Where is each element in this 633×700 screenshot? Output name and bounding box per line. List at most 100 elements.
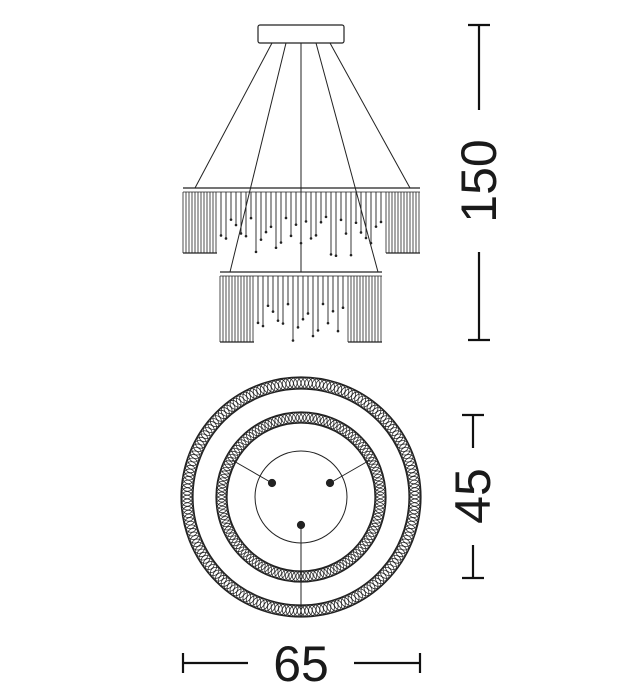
crystal-bead <box>281 569 293 581</box>
crystal-bead <box>281 413 293 425</box>
crystal-bead <box>248 555 260 567</box>
crystal-bead <box>288 570 300 582</box>
crystal-bead <box>193 440 205 452</box>
crystal-bead <box>354 393 367 406</box>
crystal-bead <box>369 577 382 590</box>
crystal-bead <box>407 472 420 485</box>
height-dimension-label: 150 <box>451 139 507 222</box>
crystal-bead <box>330 420 341 431</box>
crystal-bead <box>363 532 375 544</box>
crystal-bead <box>373 505 385 517</box>
crystal-tip <box>276 319 280 322</box>
crystal-bead <box>309 413 321 425</box>
crystal-bead <box>363 582 376 594</box>
crystal-bead <box>375 488 386 499</box>
crystal-bead <box>226 400 239 412</box>
crystal-bead <box>243 431 255 443</box>
crystal-bead <box>313 569 325 580</box>
crystal-bead <box>295 412 307 423</box>
crystal-bead <box>344 388 357 401</box>
crystal-bead <box>251 425 263 437</box>
crystal-bead <box>229 584 242 597</box>
crystal-bead <box>205 561 217 573</box>
crystal-bead <box>198 430 211 443</box>
crystal-tip <box>341 306 345 309</box>
crystal-tip <box>261 324 265 328</box>
crystal-bead <box>371 467 382 478</box>
diameter-dimension-label: 65 <box>273 636 329 692</box>
crystal-bead <box>336 423 348 435</box>
crystal-tip <box>316 329 320 332</box>
crystal-bead <box>406 464 418 477</box>
crystal-bead <box>216 502 228 514</box>
crystal-bead <box>363 450 375 462</box>
crystal-tip <box>306 312 310 315</box>
side-view <box>182 24 420 343</box>
crystal-bead <box>302 412 314 424</box>
crystal-bead <box>404 457 416 470</box>
crystal-bead <box>200 555 213 567</box>
crystal-tip <box>336 329 340 333</box>
crystal-bead <box>216 484 228 496</box>
crystal-bead <box>292 571 303 582</box>
crystal-bead <box>405 520 417 533</box>
upper-ring <box>182 187 420 258</box>
crystal-bead <box>336 559 348 571</box>
crystal-bead <box>248 427 260 439</box>
crystal-bead <box>196 548 209 561</box>
crystal-bead <box>182 476 194 488</box>
crystal-bead <box>393 433 406 446</box>
crystal-bead <box>375 495 386 506</box>
crystal-bead <box>186 524 198 537</box>
crystal-bead <box>216 498 228 510</box>
crystal-bead <box>330 599 343 612</box>
crystal-bead <box>227 450 239 462</box>
crystal-bead <box>232 586 245 599</box>
crystal-bead <box>235 543 247 555</box>
mount-points <box>267 478 335 530</box>
crystal-bead <box>391 551 404 564</box>
crystal-bead <box>312 603 324 616</box>
crystal-bead <box>263 381 276 394</box>
crystal-tip <box>281 322 285 325</box>
crystal-bead <box>245 593 258 606</box>
crystal-tip <box>291 339 295 342</box>
crystal-bead <box>229 447 241 459</box>
crystal-bead <box>251 557 263 569</box>
crystal-bead <box>202 558 215 570</box>
crystal-bead <box>309 569 321 581</box>
crystal-bead <box>284 570 296 582</box>
crystal-tip <box>266 304 270 308</box>
crystal-bead <box>408 506 420 518</box>
crystal-bead <box>326 381 339 394</box>
crystal-bead <box>372 470 383 482</box>
crystal-bead <box>216 480 228 492</box>
crystal-bead <box>382 418 395 430</box>
depth-dimension-label: 45 <box>445 468 501 524</box>
crystal-tip <box>234 223 238 227</box>
crystal-tip <box>314 234 318 237</box>
crystal-bead <box>284 412 296 424</box>
crystal-bead <box>330 382 343 395</box>
crystal-bead <box>216 495 227 506</box>
crystal-tip <box>229 218 233 221</box>
crystal-bead <box>342 555 354 567</box>
crystal-bead <box>373 477 385 489</box>
crystal-bead <box>187 454 200 466</box>
crystal-bead <box>319 602 332 615</box>
crystal-bead <box>347 551 359 563</box>
crystal-bead <box>373 509 384 521</box>
crystal-tip <box>244 234 248 238</box>
crystal-bead <box>372 512 383 524</box>
crystal-bead <box>223 402 236 415</box>
outer-ring-outer-edge <box>180 376 422 618</box>
crystal-tip <box>344 232 348 235</box>
crystal-bead <box>408 502 421 515</box>
crystal-bead <box>229 397 242 410</box>
crystal-bead <box>339 557 351 569</box>
crystal-bead <box>347 390 360 402</box>
crystal-bead <box>401 450 414 463</box>
crystal-tip <box>339 218 343 222</box>
crystal-bead <box>278 378 290 391</box>
